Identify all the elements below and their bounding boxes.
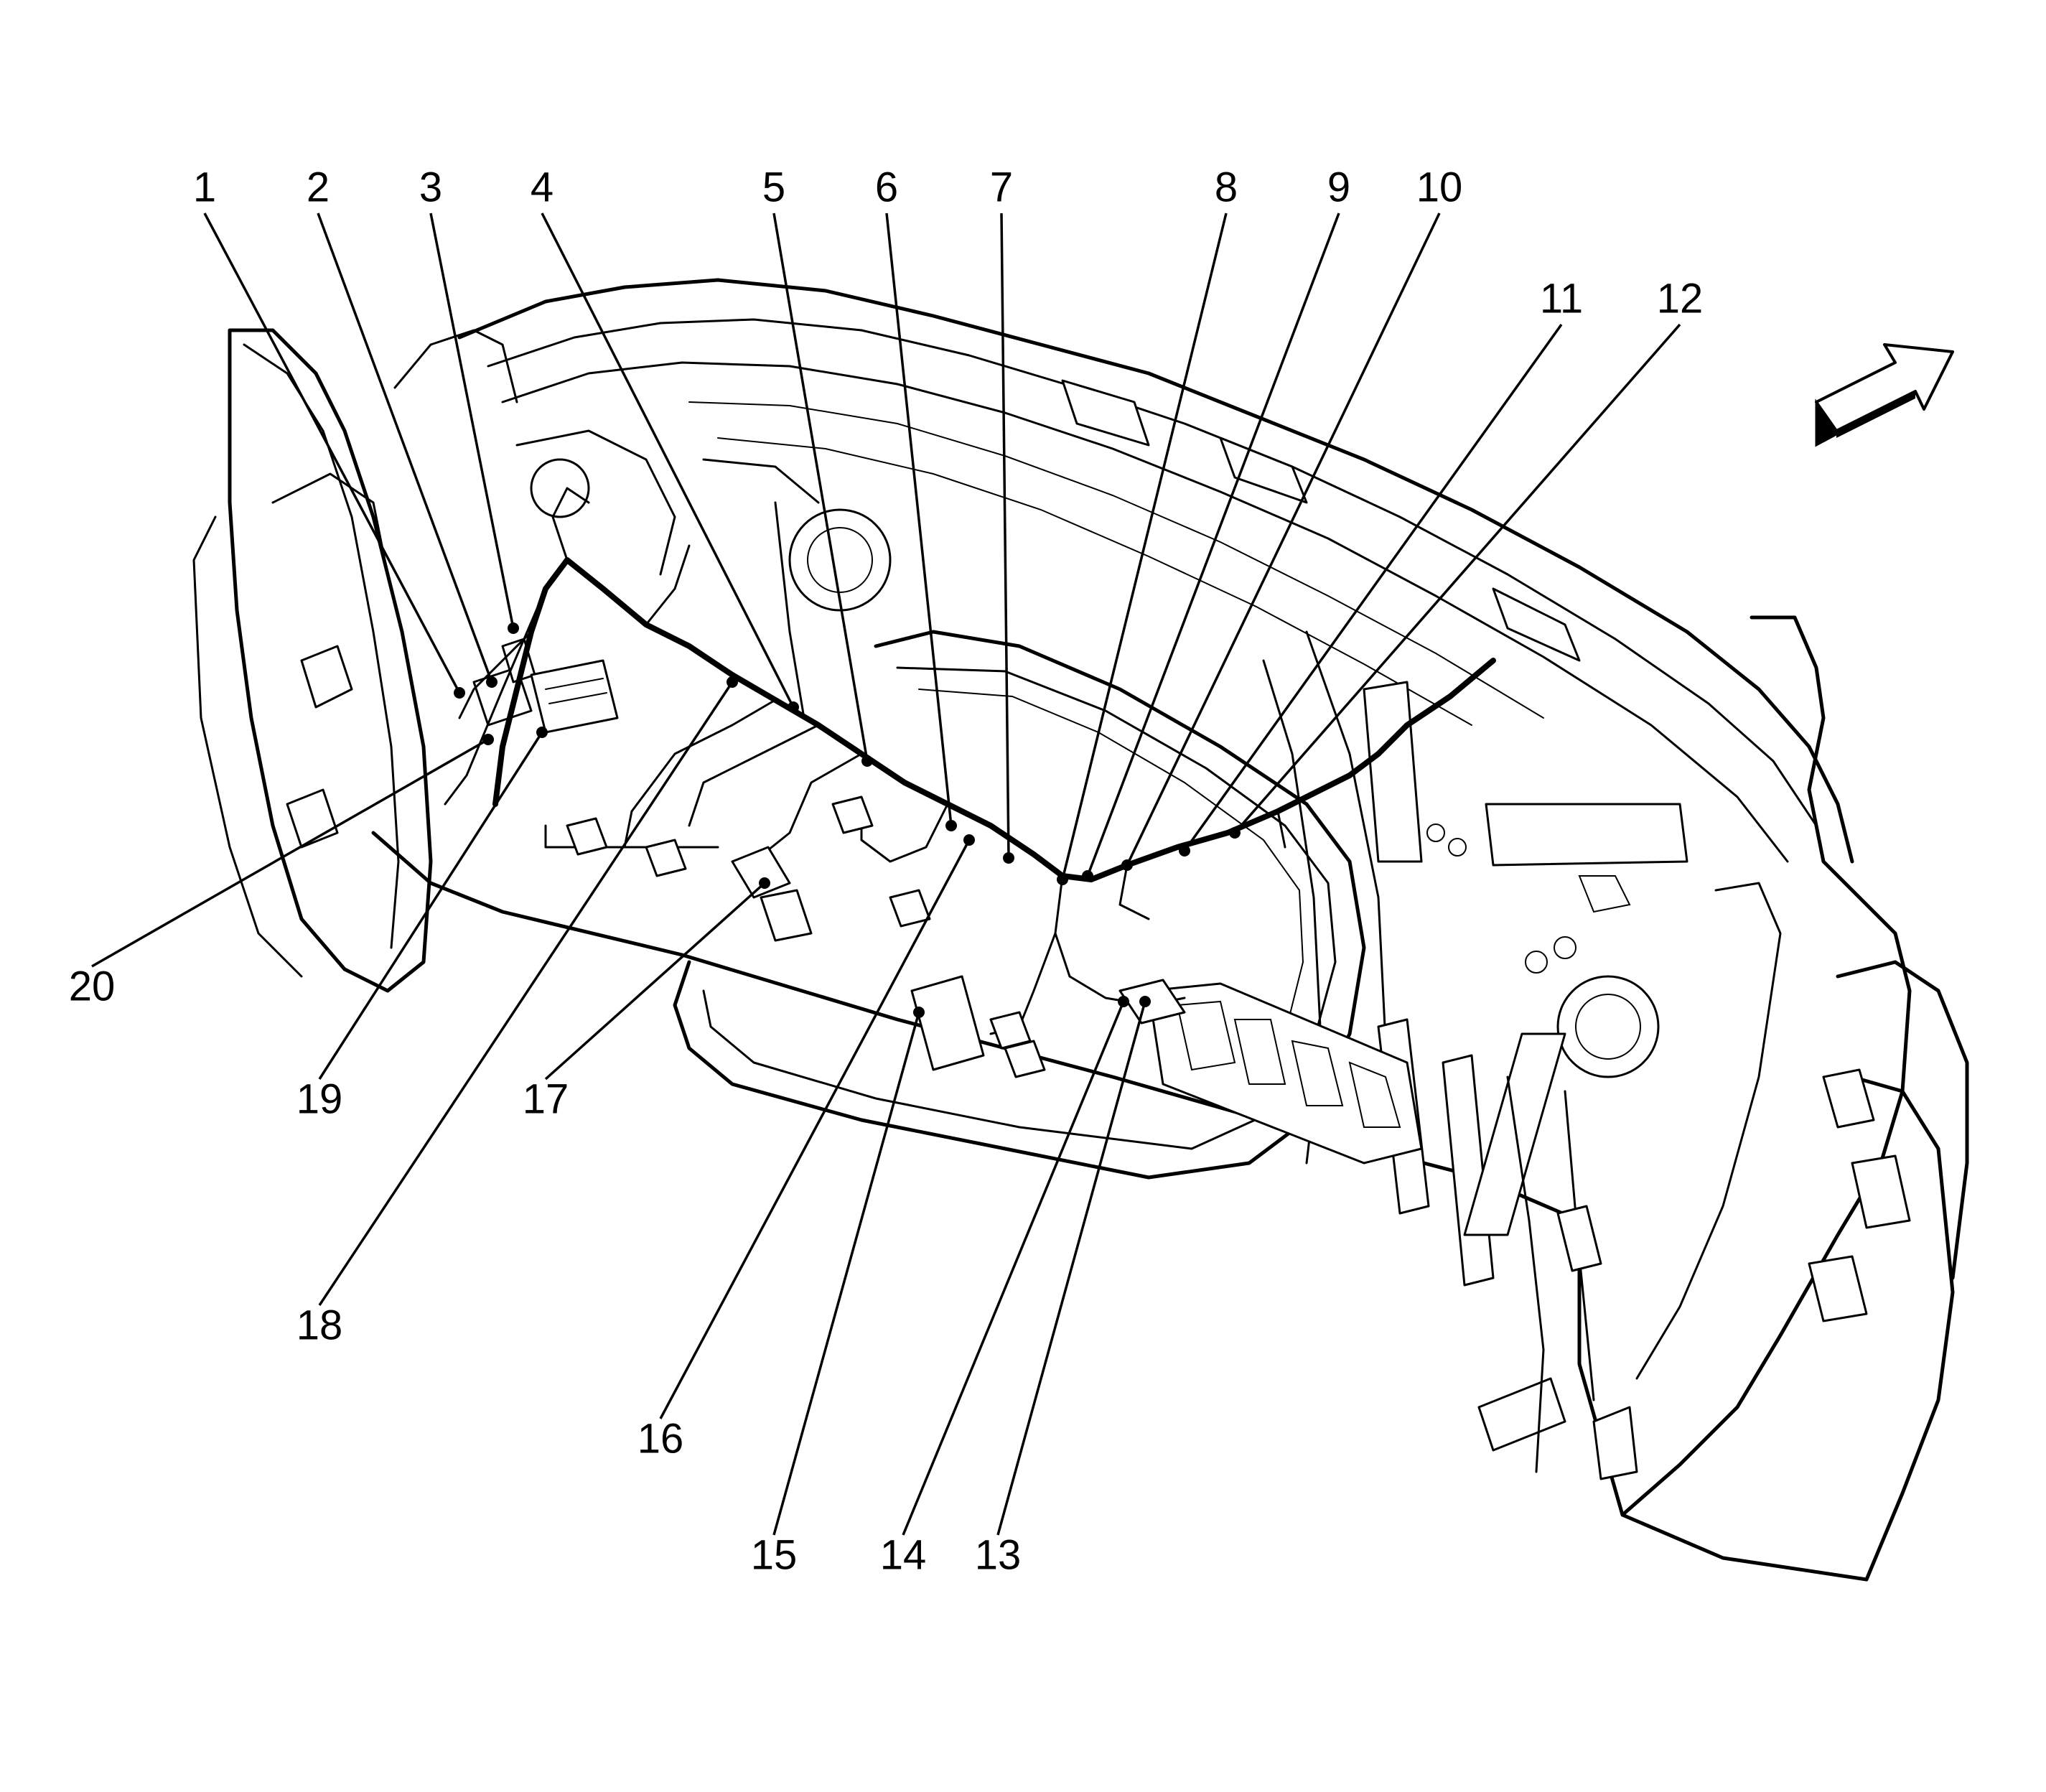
callout-leader-12 <box>1233 323 1681 834</box>
callout-label-13: 13 <box>975 1531 1022 1578</box>
callout-label-2: 2 <box>307 164 330 210</box>
callout-leader-5 <box>772 213 869 762</box>
callout-point-10 <box>1121 859 1133 871</box>
callout-leader-16 <box>659 839 971 1419</box>
callout-label-4: 4 <box>531 164 553 210</box>
callout-point-16 <box>963 834 975 846</box>
callout-point-2 <box>486 676 498 688</box>
callout-point-5 <box>861 755 873 767</box>
callout-point-3 <box>508 622 519 634</box>
junction-block-left <box>530 659 619 734</box>
callout-label-16: 16 <box>637 1415 684 1462</box>
callout-label-7: 7 <box>990 164 1013 210</box>
callout-label-3: 3 <box>419 164 442 210</box>
callout-leader-11 <box>1183 323 1563 852</box>
callout-point-12 <box>1229 827 1241 839</box>
callout-leader-6 <box>885 213 953 826</box>
callout-point-18 <box>727 676 738 688</box>
callout-leader-9 <box>1086 213 1340 877</box>
callout-point-19 <box>536 727 548 738</box>
callout-leader-14 <box>902 1001 1125 1536</box>
callout-label-14: 14 <box>880 1531 927 1578</box>
callout-label-20: 20 <box>69 963 116 1009</box>
callout-point-14 <box>1118 996 1129 1007</box>
right-pillar <box>1620 615 1912 1517</box>
callout-label-18: 18 <box>296 1302 343 1348</box>
callout-leader-1 <box>203 213 461 694</box>
callout-leader-17 <box>544 882 766 1081</box>
callout-leader-4 <box>541 213 795 708</box>
callout-point-4 <box>788 701 799 713</box>
callout-label-12: 12 <box>1657 275 1704 322</box>
callout-label-10: 10 <box>1416 164 1463 210</box>
instrument-panel-illustration <box>192 278 1969 1582</box>
callout-label-8: 8 <box>1215 164 1238 210</box>
callout-label-9: 9 <box>1327 164 1350 210</box>
callout-leaders <box>91 213 1681 1536</box>
callout-leader-8 <box>1061 213 1228 880</box>
left-pillar <box>228 328 433 993</box>
callout-point-8 <box>1057 874 1068 885</box>
callout-label-11: 11 <box>1540 275 1583 322</box>
dash-top-surface <box>457 278 1854 864</box>
callout-point-17 <box>759 877 770 889</box>
direction-arrow-icon <box>1815 343 1954 447</box>
callout-leader-7 <box>1000 213 1010 859</box>
callout-point-7 <box>1003 852 1014 864</box>
callout-leader-15 <box>772 1012 920 1536</box>
dash-panel-floor <box>371 831 1955 1582</box>
callout-label-6: 6 <box>875 164 898 210</box>
callout-label-17: 17 <box>523 1075 569 1122</box>
callout-label-1: 1 <box>193 164 216 210</box>
callout-point-13 <box>1139 996 1151 1007</box>
callout-point-1 <box>454 687 465 699</box>
callout-label-15: 15 <box>751 1531 798 1578</box>
callout-leader-18 <box>318 681 734 1306</box>
callout-leader-2 <box>317 213 493 683</box>
callout-leader-20 <box>91 738 489 968</box>
callout-point-11 <box>1179 845 1190 857</box>
wiring-harness <box>444 487 1496 1078</box>
callout-label-19: 19 <box>296 1075 343 1122</box>
callout-point-9 <box>1082 870 1093 882</box>
callout-point-6 <box>945 820 957 831</box>
callout-point-15 <box>913 1007 925 1018</box>
fuse-relay-block <box>1147 982 1423 1165</box>
callout-leader-10 <box>1126 213 1441 866</box>
callout-leader-19 <box>318 732 543 1080</box>
callout-point-20 <box>482 734 494 745</box>
callout-label-5: 5 <box>762 164 785 210</box>
callout-leader-3 <box>429 213 515 629</box>
callout-leader-13 <box>996 1001 1146 1536</box>
